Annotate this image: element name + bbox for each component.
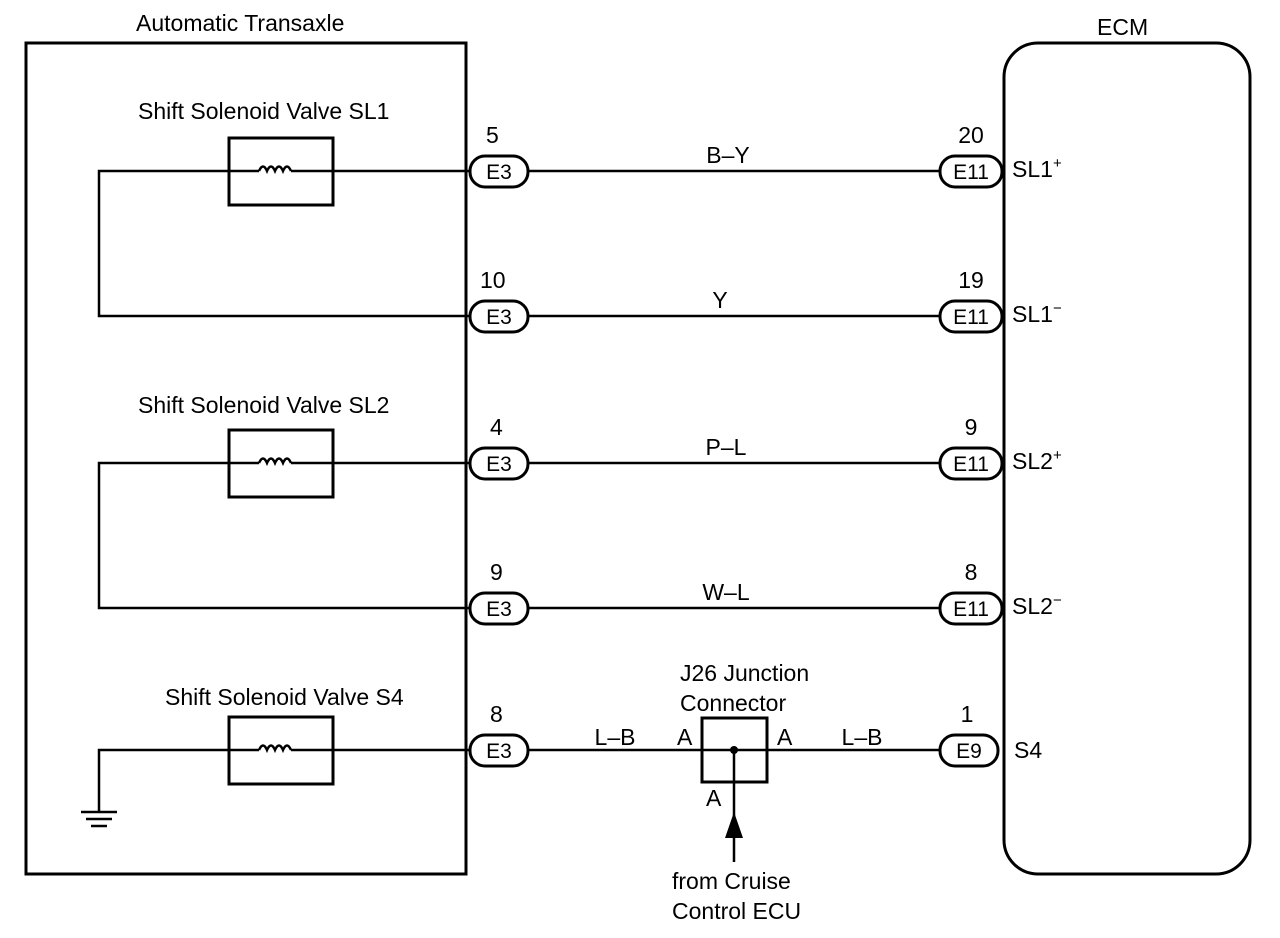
junction-pin-left: A bbox=[677, 724, 693, 750]
ecm-terminal-label: SL1+ bbox=[1012, 155, 1062, 182]
terminal-sign: − bbox=[1053, 592, 1062, 609]
j26-junction-connector: J26 Junction Connector A A A from Cruise… bbox=[672, 660, 809, 924]
terminal-name: SL2 bbox=[1012, 448, 1053, 474]
ecm-terminal-label: SL2− bbox=[1012, 592, 1062, 619]
solenoid-sl1-coil-icon bbox=[257, 165, 293, 175]
right-connector-label: E11 bbox=[953, 453, 989, 476]
junction-title-line1: J26 Junction bbox=[680, 660, 809, 686]
junction-pin-bottom: A bbox=[706, 785, 722, 811]
transaxle-title: Automatic Transaxle bbox=[136, 10, 344, 36]
source-line1: from Cruise bbox=[672, 868, 791, 894]
ecm-terminal-label: SL1− bbox=[1012, 300, 1062, 327]
wire-color-code: W–L bbox=[702, 579, 750, 605]
right-pin-number: 20 bbox=[958, 122, 984, 148]
circuit-sl2-minus: 9 E3 W–L 8 E11 SL2− bbox=[468, 559, 1062, 626]
left-pin-number: 8 bbox=[490, 701, 503, 727]
transaxle-box bbox=[24, 41, 468, 876]
solenoid-s4: Shift Solenoid Valve S4 bbox=[165, 684, 404, 786]
ground-icon bbox=[81, 810, 117, 828]
junction-title-line2: Connector bbox=[680, 690, 786, 716]
right-connector-label: E11 bbox=[953, 598, 989, 621]
right-pin-number: 1 bbox=[961, 701, 974, 727]
terminal-name: SL1 bbox=[1012, 301, 1053, 327]
left-connector-label: E3 bbox=[486, 740, 512, 763]
left-pin-number: 4 bbox=[490, 414, 503, 440]
terminal-sign: − bbox=[1053, 300, 1062, 317]
solenoid-sl2-coil-icon bbox=[257, 457, 293, 467]
s4-ground-wire bbox=[97, 748, 229, 812]
left-connector-label: E3 bbox=[486, 306, 512, 329]
right-connector-label: E11 bbox=[953, 306, 989, 329]
solenoid-sl1: Shift Solenoid Valve SL1 bbox=[138, 98, 389, 207]
ecm-terminal-label: S4 bbox=[1014, 737, 1042, 763]
left-connector-label: E3 bbox=[486, 598, 512, 621]
terminal-sign: + bbox=[1053, 155, 1062, 172]
wire-color-code-right: L–B bbox=[842, 724, 883, 750]
source-line2: Control ECU bbox=[672, 898, 801, 924]
wire-color-code-left: L–B bbox=[595, 724, 636, 750]
right-connector-label: E11 bbox=[953, 161, 989, 184]
right-pin-number: 8 bbox=[965, 559, 978, 585]
solenoid-sl2-label: Shift Solenoid Valve SL2 bbox=[138, 392, 389, 418]
ecm-box bbox=[1002, 41, 1252, 876]
ecm-terminal-label: SL2+ bbox=[1012, 447, 1062, 474]
right-connector bbox=[938, 299, 1004, 334]
right-connector bbox=[938, 591, 1004, 626]
solenoid-s4-label: Shift Solenoid Valve S4 bbox=[165, 684, 404, 710]
wire-color-code: P–L bbox=[706, 434, 747, 460]
right-connector-label: E9 bbox=[956, 740, 982, 763]
solenoid-s4-coil-icon bbox=[257, 744, 293, 754]
solenoid-sl2: Shift Solenoid Valve SL2 bbox=[138, 392, 389, 499]
left-pin-number: 5 bbox=[486, 122, 499, 148]
junction-pin-right: A bbox=[777, 724, 793, 750]
sl2-return-loop bbox=[97, 461, 470, 610]
circuit-sl1-minus: 10 E3 Y 19 E11 SL1− bbox=[468, 267, 1062, 334]
ecm-title: ECM bbox=[1097, 14, 1148, 40]
right-pin-number: 19 bbox=[958, 267, 984, 293]
right-connector bbox=[938, 446, 1004, 481]
wire-color-code: Y bbox=[712, 287, 727, 313]
solenoid-sl1-label: Shift Solenoid Valve SL1 bbox=[138, 98, 389, 124]
terminal-name: SL1 bbox=[1012, 156, 1053, 182]
terminal-sign: + bbox=[1053, 447, 1062, 464]
terminal-name: SL2 bbox=[1012, 593, 1053, 619]
left-connector-label: E3 bbox=[486, 161, 512, 184]
circuit-s4: 8 E3 L–B L–B 1 E9 S4 bbox=[468, 701, 1042, 768]
left-pin-number: 10 bbox=[480, 267, 506, 293]
arrow-up-icon bbox=[725, 812, 743, 838]
left-connector-label: E3 bbox=[486, 453, 512, 476]
circuit-sl2-plus: 4 E3 P–L 9 E11 SL2+ bbox=[468, 414, 1062, 481]
sl1-return-loop bbox=[97, 169, 470, 318]
right-pin-number: 9 bbox=[965, 414, 978, 440]
right-connector bbox=[938, 733, 1000, 768]
left-pin-number: 9 bbox=[490, 559, 503, 585]
circuit-sl1-plus: 5 E3 B–Y 20 E11 SL1+ bbox=[468, 122, 1062, 189]
wire-color-code: B–Y bbox=[706, 142, 749, 168]
right-connector bbox=[938, 154, 1004, 189]
